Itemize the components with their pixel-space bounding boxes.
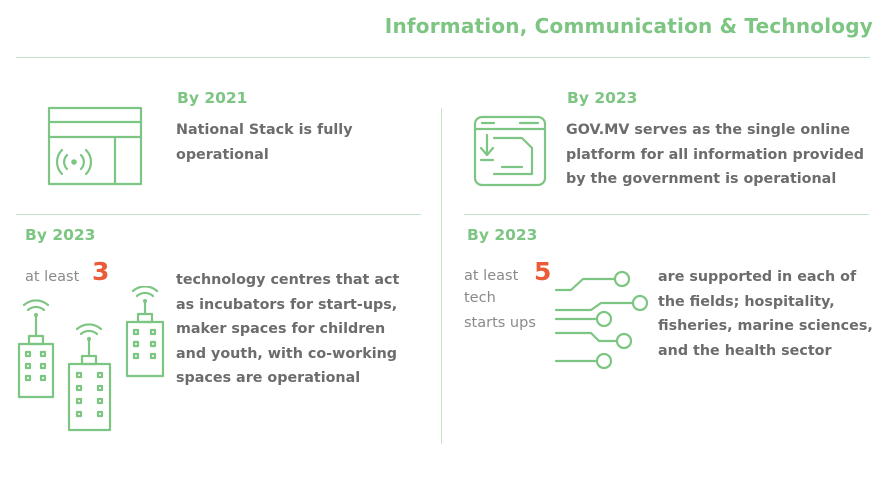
text-line: maker spaces for children — [176, 321, 386, 337]
browser-broadcast-icon — [47, 106, 143, 186]
header-divider — [16, 57, 870, 58]
text-line: are supported in each of — [658, 269, 857, 285]
right-row-divider — [464, 214, 869, 215]
document-download-icon — [473, 115, 547, 187]
text-line: and the health sector — [658, 342, 832, 359]
center-divider — [441, 108, 442, 444]
national-stack-text: National Stack is fully operational — [176, 118, 353, 167]
text-line: the fields; hospitality, — [658, 293, 835, 310]
text-line: GOV.MV serves as the single online — [566, 122, 851, 138]
building-icon — [67, 323, 112, 432]
building-icon — [125, 286, 165, 378]
startups-number: 5 — [534, 257, 552, 286]
text-line: operational — [176, 146, 269, 163]
national-stack-year: By 2021 — [177, 89, 248, 107]
text-line: as incubators for start-ups, — [176, 296, 398, 313]
gov-mv-text: GOV.MV serves as the single online platf… — [566, 118, 864, 192]
building-icon — [17, 299, 55, 399]
text-line: platform for all information provided — [566, 146, 865, 163]
prefix-line: at least — [464, 268, 519, 284]
startups-year: By 2023 — [467, 226, 538, 244]
text-line: fisheries, marine sciences, — [658, 318, 873, 334]
left-row-divider — [16, 214, 421, 215]
page-title: Information, Communication & Technology — [384, 14, 873, 38]
prefix-line: tech — [464, 290, 496, 306]
text-line: by the government is operational — [566, 171, 837, 187]
text-line: technology centres that act — [176, 272, 400, 288]
prefix-line: starts ups — [464, 315, 536, 331]
startups-prefix: at least tech starts ups — [464, 265, 536, 334]
gov-mv-year: By 2023 — [567, 89, 638, 107]
text-line: and youth, with co-working — [176, 345, 398, 362]
tech-centres-number: 3 — [92, 257, 110, 286]
circuit-lines-icon — [554, 270, 649, 370]
tech-centres-text: technology centres that act as incubator… — [176, 268, 399, 391]
tech-centres-prefix: at least — [25, 269, 80, 285]
tech-centres-year: By 2023 — [25, 226, 96, 244]
text-line: National Stack is fully — [176, 122, 353, 138]
text-line: spaces are operational — [176, 370, 361, 386]
startups-text: are supported in each of the fields; hos… — [658, 265, 873, 363]
wifi-buildings-icon — [17, 286, 165, 432]
